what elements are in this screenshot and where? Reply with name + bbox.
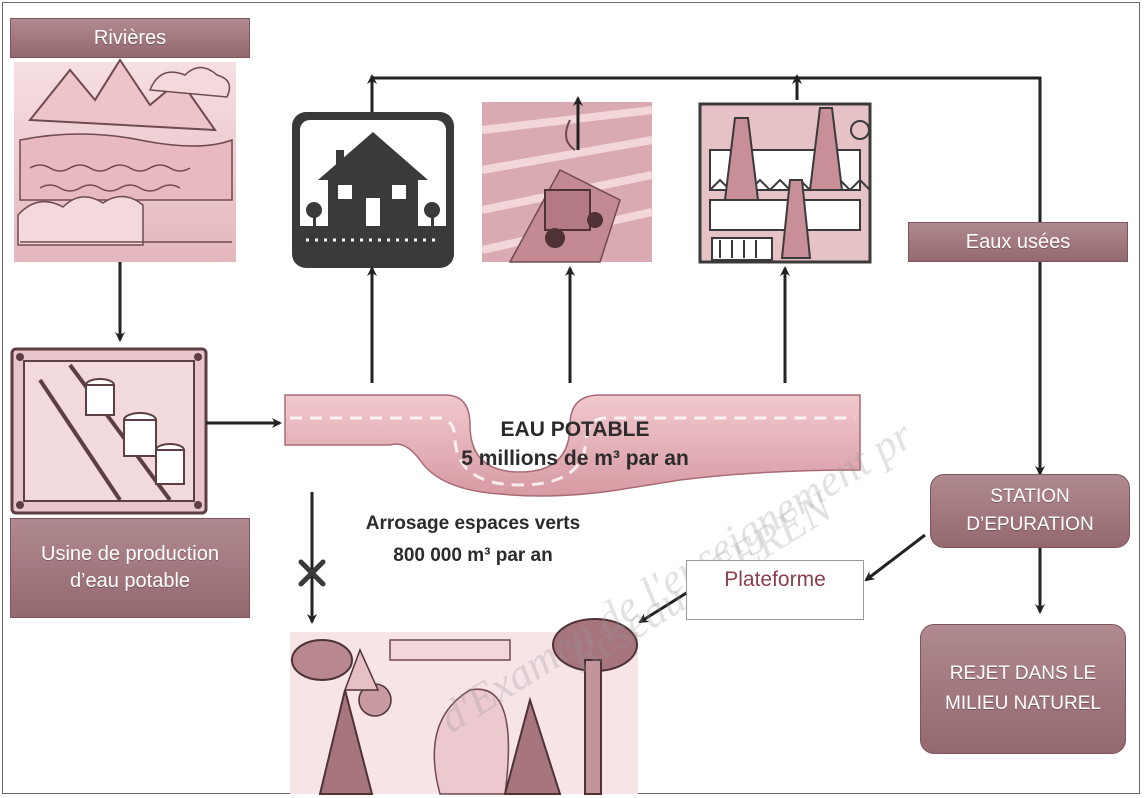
plateforme-label: Plateforme — [686, 560, 864, 620]
eau-potable-volume: 5 millions de m³ par an — [461, 447, 689, 470]
park-illustration — [290, 618, 638, 795]
station-epuration-label: STATION D’EPURATION — [930, 474, 1130, 548]
arrosage-label: Arrosage espaces verts — [365, 513, 581, 534]
arrows — [115, 74, 1045, 624]
usine-label: Usine de production d’eau potable — [10, 518, 250, 618]
industry-illustration — [698, 102, 872, 264]
eau-potable-title: EAU POTABLE — [500, 418, 650, 441]
arrosage-volume: 800 000 m³ par an — [393, 545, 553, 566]
eau-potable-road — [284, 394, 861, 497]
eaux-usees-label: Eaux usées — [908, 222, 1128, 262]
cross-mark — [298, 559, 326, 587]
rivieres-label: Rivières — [10, 18, 250, 58]
rivers-illustration — [14, 58, 236, 262]
rejet-milieu-naturel-label: REJET DANS LE MILIEU NATUREL — [920, 624, 1126, 754]
tractor-illustration — [481, 102, 653, 263]
house-illustration — [292, 112, 454, 268]
usine-illustration — [10, 347, 208, 515]
